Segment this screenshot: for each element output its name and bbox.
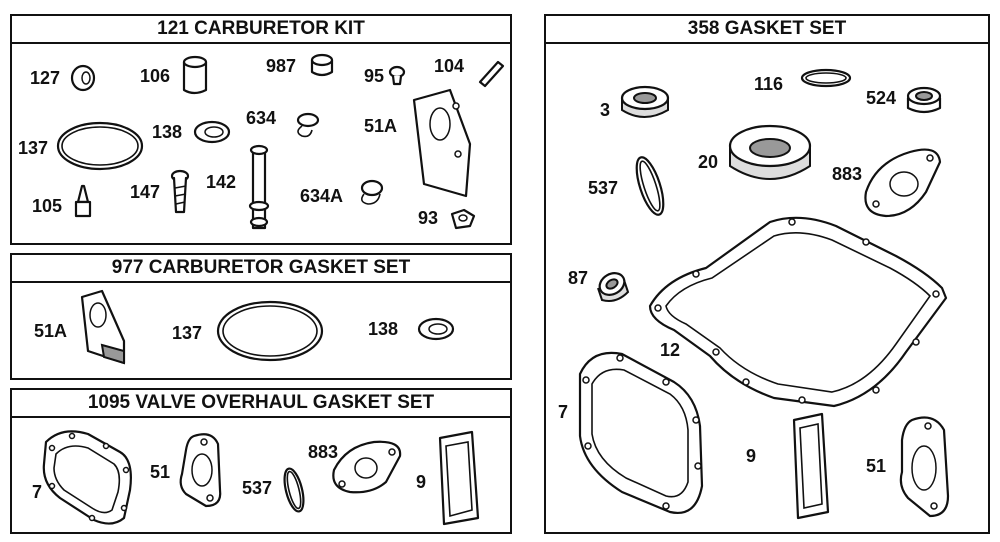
- label-138: 138: [368, 319, 399, 339]
- o-ring-icon: [800, 68, 852, 88]
- carburetor-gasket-panel: 977 CARBURETOR GASKET SET 51A 137 138: [10, 253, 512, 380]
- label-93: 93: [418, 208, 439, 228]
- shaft-icon: [248, 144, 270, 230]
- o-ring-icon: [283, 467, 305, 513]
- gasket-icon: [412, 88, 472, 198]
- label-137: 137: [18, 138, 49, 158]
- gasket-icon: [578, 351, 704, 515]
- label-634: 634: [246, 108, 277, 128]
- label-634a: 634A: [300, 186, 344, 206]
- gasket-icon: [792, 412, 830, 520]
- valve-gasket-panel: 1095 VALVE OVERHAUL GASKET SET 7 51 537 …: [10, 388, 512, 534]
- screw-icon: [170, 169, 190, 214]
- gasket-set-panel: 358 GASKET SET 116 3 524: [544, 14, 990, 534]
- seal-icon: [728, 124, 812, 180]
- label-537: 537: [588, 178, 619, 198]
- label-12: 12: [660, 340, 681, 360]
- label-9: 9: [746, 446, 757, 466]
- plug-icon: [450, 208, 476, 230]
- valve-gasket-art: [42, 430, 480, 526]
- label-51a: 51A: [34, 321, 68, 341]
- gasket-icon: [648, 216, 948, 408]
- gasket-icon: [332, 440, 402, 494]
- label-104: 104: [434, 56, 465, 76]
- label-7: 7: [32, 482, 43, 502]
- washer-icon: [193, 120, 231, 144]
- o-ring-icon: [635, 156, 665, 216]
- gasket-icon: [438, 430, 480, 526]
- label-987: 987: [266, 56, 297, 76]
- gasket-icon: [899, 416, 950, 518]
- gasket-icon: [42, 430, 132, 525]
- label-537: 537: [242, 478, 273, 498]
- label-883: 883: [832, 164, 863, 184]
- o-ring-icon: [216, 300, 324, 362]
- carburetor-gasket-art: [80, 289, 455, 365]
- valve-gasket-title: 1095 VALVE OVERHAUL GASKET SET: [12, 390, 510, 418]
- washer-icon: [70, 64, 96, 92]
- seal-icon: [620, 85, 670, 118]
- label-137: 137: [172, 323, 203, 343]
- label-105: 105: [32, 196, 63, 216]
- seal-icon: [597, 272, 630, 302]
- plug-icon: [906, 86, 942, 114]
- o-ring-icon: [56, 121, 144, 171]
- carburetor-gasket-title: 977 CARBURETOR GASKET SET: [12, 255, 510, 283]
- washer-icon: [417, 317, 455, 341]
- label-106: 106: [140, 66, 171, 86]
- bushing-icon: [182, 55, 208, 95]
- screw-icon: [388, 65, 406, 86]
- carburetor-kit-title: 121 CARBURETOR KIT: [12, 16, 510, 44]
- label-138: 138: [152, 122, 183, 142]
- label-127: 127: [30, 68, 61, 88]
- needle-icon: [74, 184, 92, 218]
- spring-icon: [296, 112, 320, 138]
- label-20: 20: [698, 152, 719, 172]
- label-3: 3: [600, 100, 611, 120]
- label-116: 116: [754, 74, 784, 94]
- label-883: 883: [308, 442, 339, 462]
- spring-icon: [360, 179, 384, 205]
- label-147: 147: [130, 182, 161, 202]
- label-95: 95: [364, 66, 385, 86]
- carburetor-kit-art: [56, 53, 505, 230]
- gasket-icon: [80, 289, 126, 365]
- label-51a: 51A: [364, 116, 398, 136]
- label-524: 524: [866, 88, 897, 108]
- washer-icon: [310, 53, 334, 77]
- gasket-set-title: 358 GASKET SET: [546, 16, 988, 44]
- pin-icon: [478, 60, 505, 88]
- label-7: 7: [558, 402, 569, 422]
- label-9: 9: [416, 472, 427, 492]
- gasket-icon: [864, 148, 942, 218]
- gasket-set-art: [578, 68, 950, 520]
- gasket-icon: [179, 433, 222, 508]
- label-51: 51: [150, 462, 171, 482]
- carburetor-kit-panel: 121 CARBURETOR KIT 127 106 987 95 104 63…: [10, 14, 512, 245]
- label-142: 142: [206, 172, 237, 192]
- label-51: 51: [866, 456, 887, 476]
- label-87: 87: [568, 268, 589, 288]
